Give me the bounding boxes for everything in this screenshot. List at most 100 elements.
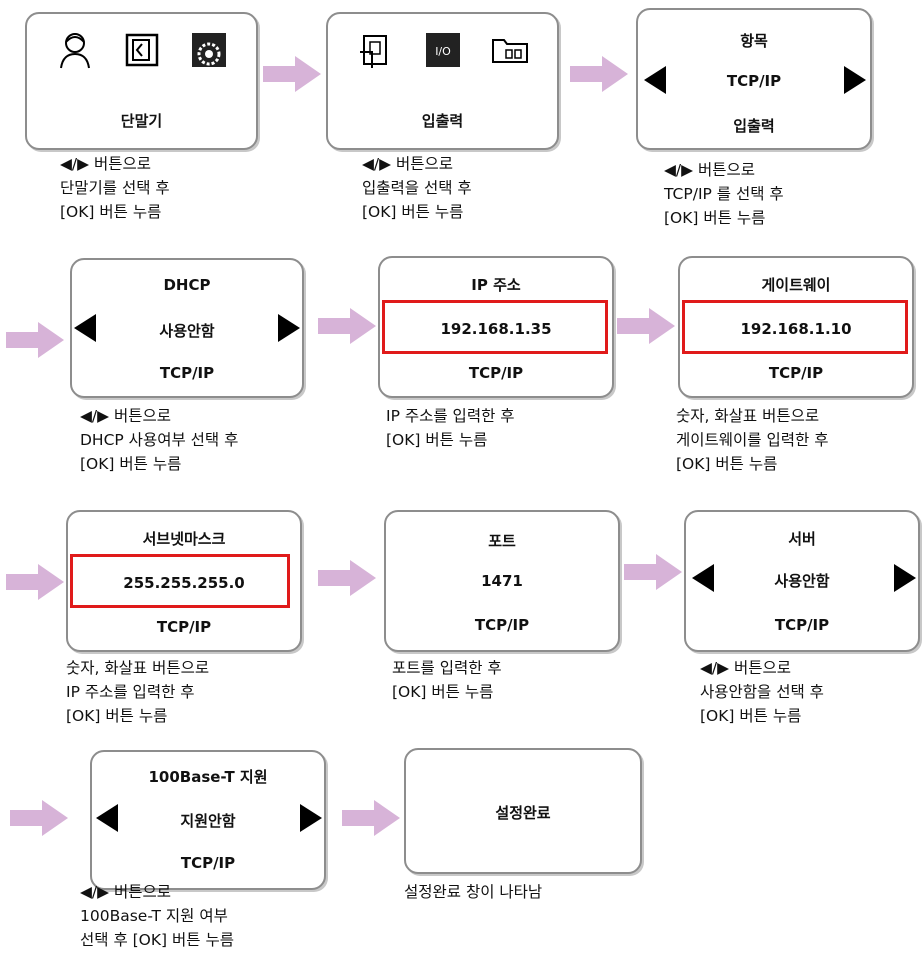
icon-row: I/O [328, 30, 557, 74]
screen-title: 100Base-T 지원 [148, 768, 268, 786]
caption-line: [OK] 버튼 누름 [700, 707, 802, 725]
caption-item: ◀/▶ 버튼으로 TCP/IP 를 선택 후 [OK] 버튼 누름 [664, 158, 784, 230]
caption-line: [OK] 버튼 누름 [664, 209, 766, 227]
left-arrow-icon [692, 564, 714, 592]
caption-line: TCP/IP 를 선택 후 [664, 185, 784, 203]
caption-line: ◀/▶ 버튼으로 [60, 155, 152, 173]
caption-100base: ◀/▶ 버튼으로 100Base-T 지원 여부 선택 후 [OK] 버튼 누름 [80, 880, 234, 952]
right-arrow-icon [300, 804, 322, 832]
screen-footer: TCP/IP [468, 364, 524, 382]
caption-line: IP 주소를 입력한 후 [66, 683, 195, 701]
left-arrow-icon [96, 804, 118, 832]
right-arrow-icon [844, 66, 866, 94]
caption-line: ◀/▶ 버튼으로 [362, 155, 454, 173]
screen-title: DHCP [163, 276, 211, 294]
card-reader-icon [122, 30, 162, 74]
caption-ip: IP 주소를 입력한 후 [OK] 버튼 누름 [386, 404, 515, 452]
highlight-box [682, 300, 908, 354]
flow-arrow-icon [624, 554, 682, 590]
caption-line: ◀/▶ 버튼으로 [664, 161, 756, 179]
screen-item: 항목 TCP/IP 입출력 [636, 8, 872, 150]
screen-value: 사용안함 [774, 572, 830, 590]
caption-line: ◀/▶ 버튼으로 [80, 407, 172, 425]
caption-line: 단말기를 선택 후 [60, 179, 170, 197]
screen-100base: 100Base-T 지원 지원안함 TCP/IP [90, 750, 326, 890]
caption-line: 선택 후 [OK] 버튼 누름 [80, 931, 234, 949]
caption-subnet: 숫자, 화살표 버튼으로 IP 주소를 입력한 후 [OK] 버튼 누름 [66, 656, 209, 728]
svg-text:I/O: I/O [435, 45, 451, 58]
caption-line: 게이트웨이를 입력한 후 [676, 431, 829, 449]
io-chip-icon: I/O [423, 30, 463, 74]
screen-label: 단말기 [120, 112, 163, 130]
screen-gateway: 게이트웨이 192.168.1.10 TCP/IP [678, 256, 914, 398]
screen-title: IP 주소 [471, 276, 521, 294]
screen-subnet: 서브넷마스크 255.255.255.0 TCP/IP [66, 510, 302, 652]
screen-title: 포트 [488, 532, 516, 550]
screen-value: 사용안함 [159, 322, 215, 340]
subnet-mask-value: 255.255.255.0 [123, 574, 245, 592]
screen-server: 서버 사용안함 TCP/IP [684, 510, 920, 652]
user-icon [55, 30, 95, 74]
caption-line: ◀/▶ 버튼으로 [700, 659, 792, 677]
screen-footer: TCP/IP [474, 616, 530, 634]
caption-gateway: 숫자, 화살표 버튼으로 게이트웨이를 입력한 후 [OK] 버튼 누름 [676, 404, 828, 476]
caption-line: 숫자, 화살표 버튼으로 [66, 659, 210, 677]
screen-footer: TCP/IP [156, 618, 212, 636]
caption-line: [OK] 버튼 누름 [60, 203, 162, 221]
right-arrow-icon [278, 314, 300, 342]
caption-line: 포트를 입력한 후 [392, 659, 502, 677]
screen-dhcp: DHCP 사용안함 TCP/IP [70, 258, 304, 398]
caption-line: [OK] 버튼 누름 [386, 431, 488, 449]
caption-port: 포트를 입력한 후 [OK] 버튼 누름 [392, 656, 502, 704]
caption-line: ◀/▶ 버튼으로 [80, 883, 172, 901]
flow-arrow-icon [318, 308, 376, 344]
caption-line: IP 주소를 입력한 후 [386, 407, 515, 425]
caption-line: [OK] 버튼 누름 [80, 455, 182, 473]
screen-title: 서버 [788, 530, 816, 548]
caption-line: 설정완료 창이 나타남 [404, 883, 543, 901]
caption-line: [OK] 버튼 누름 [66, 707, 168, 725]
screen-value: TCP/IP [726, 72, 782, 90]
screen-footer: TCP/IP [768, 364, 824, 382]
flow-arrow-icon [342, 800, 400, 836]
caption-done: 설정완료 창이 나타남 [404, 880, 542, 904]
screen-footer: TCP/IP [774, 616, 830, 634]
caption-line: [OK] 버튼 누름 [362, 203, 464, 221]
settings-gear-icon [189, 30, 229, 74]
caption-line: 사용안함을 선택 후 [700, 683, 824, 701]
screen-terminal: 단말기 [25, 12, 258, 150]
port-value: 1471 [481, 572, 523, 590]
screen-title: 항목 [740, 32, 768, 50]
caption-server: ◀/▶ 버튼으로 사용안함을 선택 후 [OK] 버튼 누름 [700, 656, 824, 728]
ip-address-value: 192.168.1.35 [440, 320, 552, 338]
screen-ip: IP 주소 192.168.1.35 TCP/IP [378, 256, 614, 398]
caption-terminal: ◀/▶ 버튼으로 단말기를 선택 후 [OK] 버튼 누름 [60, 152, 170, 224]
highlight-box [70, 554, 290, 608]
screen-port: 포트 1471 TCP/IP [384, 510, 620, 652]
screen-title: 게이트웨이 [761, 276, 831, 294]
icon-row [27, 30, 256, 74]
screen-value: 지원안함 [180, 812, 236, 830]
caption-line: 100Base-T 지원 여부 [80, 907, 228, 925]
screen-title: 설정완료 [495, 804, 551, 822]
caption-line: 입출력을 선택 후 [362, 179, 472, 197]
screen-title: 서브넷마스크 [142, 530, 226, 548]
caption-line: 숫자, 화살표 버튼으로 [676, 407, 820, 425]
screen-footer: TCP/IP [180, 854, 236, 872]
flow-arrow-icon [263, 56, 321, 92]
flow-arrow-icon [570, 56, 628, 92]
caption-line: [OK] 버튼 누름 [676, 455, 778, 473]
screen-footer: 입출력 [733, 117, 775, 135]
screen-done: 설정완료 [404, 748, 642, 874]
screen-footer: TCP/IP [159, 364, 215, 382]
caption-line: DHCP 사용여부 선택 후 [80, 431, 239, 449]
left-arrow-icon [74, 314, 96, 342]
left-arrow-icon [644, 66, 666, 94]
hand-card-icon [356, 30, 396, 74]
flow-arrow-icon [617, 308, 675, 344]
flow-arrow-icon [318, 560, 376, 596]
screen-label: 입출력 [421, 112, 464, 130]
caption-dhcp: ◀/▶ 버튼으로 DHCP 사용여부 선택 후 [OK] 버튼 누름 [80, 404, 238, 476]
flow-arrow-icon [6, 564, 64, 600]
highlight-box [382, 300, 608, 354]
